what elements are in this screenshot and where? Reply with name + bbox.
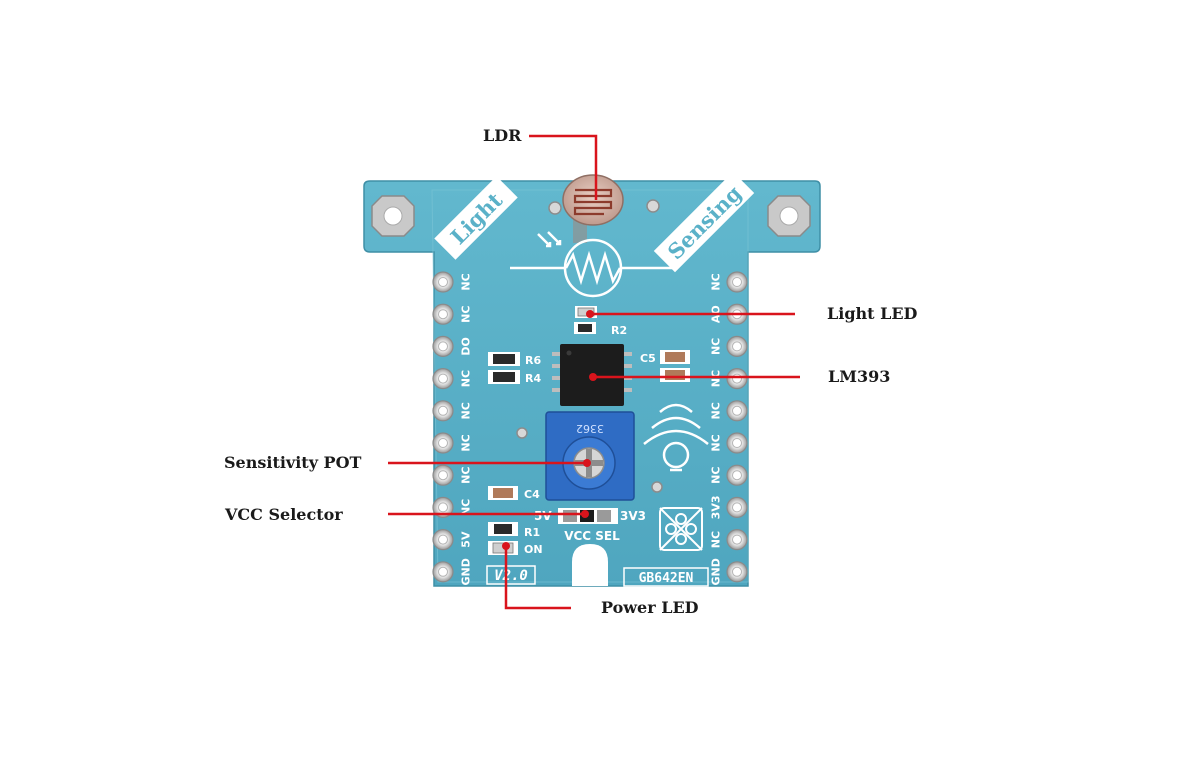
sensitivity-potentiometer: 3362	[545, 411, 635, 501]
left-pin-label: NC	[460, 499, 473, 516]
power-led: ON	[488, 541, 543, 556]
mounting-hole-left	[371, 195, 415, 237]
right-pin-label: NC	[710, 402, 723, 419]
resistor-r6: R6	[488, 352, 541, 367]
vcc-option-5v: 5V	[534, 509, 552, 523]
right-pin-label: NC	[710, 273, 723, 290]
designator-r6: R6	[525, 354, 541, 367]
capacitor-c5: C5	[640, 350, 690, 382]
left-pin-hole	[438, 534, 448, 545]
capacitor-c4: C4	[488, 486, 540, 501]
designator-r4: R4	[525, 372, 541, 385]
right-pin-label: NC	[710, 467, 723, 484]
right-pin-hole	[732, 470, 742, 481]
via-group	[516, 199, 663, 493]
right-pin-hole	[732, 534, 742, 545]
left-pin-hole	[438, 502, 448, 513]
left-pin-label: NC	[460, 434, 473, 451]
left-pin-hole	[438, 373, 448, 384]
right-pin-label: 3V3	[710, 495, 723, 519]
resistor-r4: R4	[488, 370, 541, 385]
callout-power-led: Power LED	[601, 598, 699, 617]
resistor-r1: R1	[488, 522, 540, 539]
mounting-hole-right	[767, 195, 811, 237]
left-pin-label: DO	[460, 337, 473, 355]
left-pin-hole	[438, 438, 448, 448]
left-pin-label: NC	[460, 402, 473, 419]
left-pin-hole	[438, 341, 448, 352]
right-pin-label: NC	[710, 531, 723, 548]
left-pin-label: NC	[460, 370, 473, 387]
callout-light-led: Light LED	[827, 304, 918, 323]
ldr-symbol-icon	[510, 231, 678, 298]
pot-marking: 3362	[576, 422, 604, 435]
callout-vcc-selector: VCC Selector	[225, 505, 343, 524]
vcc-option-3v3: 3V3	[620, 509, 646, 523]
left-pin-label: NC	[460, 273, 473, 290]
right-pin-hole	[732, 277, 742, 287]
callout-ldr: LDR	[483, 126, 522, 145]
callout-lm393: LM393	[828, 367, 891, 386]
version-text: V2.0	[494, 568, 528, 584]
leader-dots	[502, 310, 597, 550]
right-pin-label: NC	[710, 370, 723, 387]
left-pin-label: 5V	[460, 531, 473, 548]
left-pin-hole	[438, 309, 448, 320]
right-pin-hole	[732, 373, 742, 384]
right-pin-hole	[732, 341, 742, 352]
right-pin-hole	[732, 566, 742, 577]
left-pin-header: NC NC DO NC NC NC NC NC 5V GND	[432, 271, 473, 585]
right-pin-label: GND	[710, 558, 723, 585]
leader-power-led	[504, 546, 571, 610]
board-code-label: GB642EN	[623, 567, 709, 587]
designator-c5: C5	[640, 352, 656, 365]
left-pin-hole	[438, 405, 448, 416]
light-sensor-icon	[643, 403, 709, 472]
left-pin-label: NC	[460, 306, 473, 323]
designator-r1: R1	[524, 526, 540, 539]
designator-c4: C4	[524, 488, 540, 501]
callout-sensitivity-pot: Sensitivity POT	[224, 453, 362, 472]
right-pin-hole	[732, 405, 742, 416]
left-pin-hole	[438, 470, 448, 481]
right-pin-label: NC	[710, 434, 723, 451]
leader-ldr	[529, 134, 598, 200]
pattern-chip-icon	[659, 507, 703, 551]
designator-r2: R2	[611, 324, 627, 337]
right-pin-hole	[732, 438, 742, 448]
designator-on: ON	[524, 543, 543, 556]
right-pin-hole	[732, 502, 742, 513]
left-pin-hole	[438, 277, 448, 287]
leader-lines	[388, 134, 800, 610]
vcc-sel-label: VCC SEL	[564, 529, 620, 543]
ldr-sensor	[562, 174, 624, 243]
right-pin-label: NC	[710, 338, 723, 355]
board-code-text: GB642EN	[639, 571, 694, 586]
left-pin-label: NC	[460, 467, 473, 484]
version-label: V2.0	[486, 565, 536, 585]
left-pin-hole	[438, 566, 448, 577]
left-pin-label: GND	[460, 558, 473, 585]
